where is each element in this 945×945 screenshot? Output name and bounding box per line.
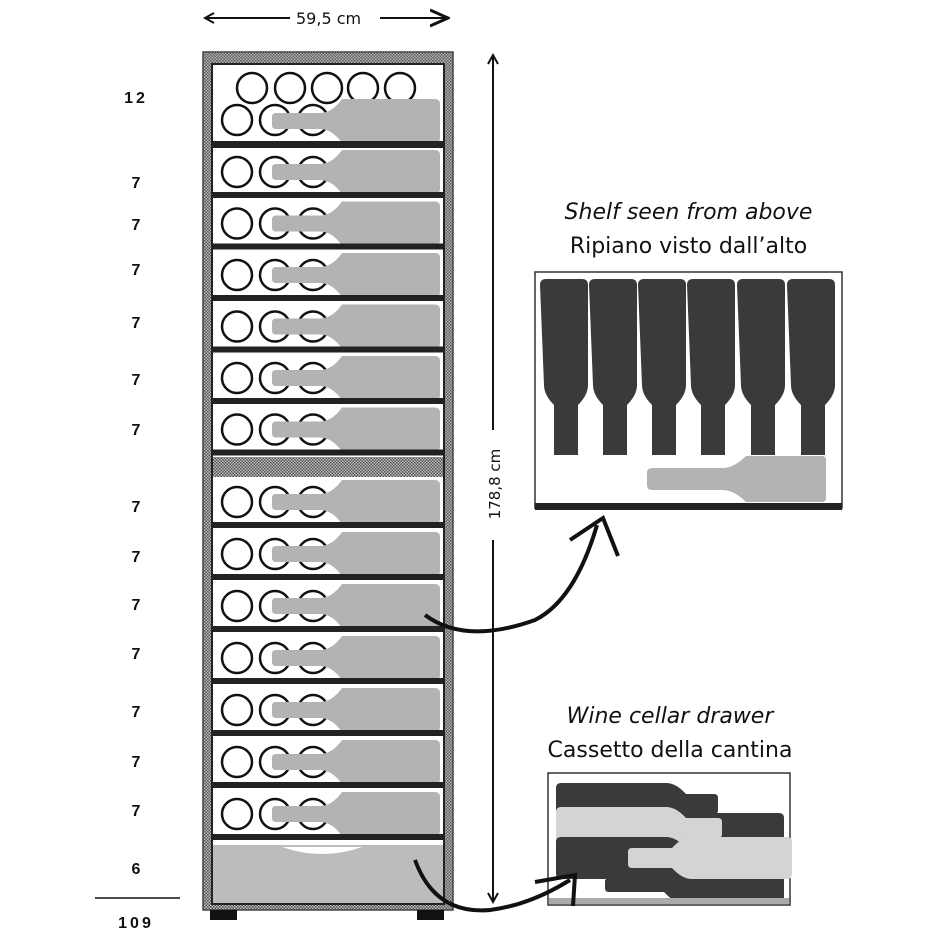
shelf-divider — [213, 192, 443, 198]
bottle-side — [272, 201, 440, 246]
shelf-count: 7 — [131, 754, 141, 771]
shelf-divider — [213, 449, 443, 456]
bottle-end — [220, 103, 254, 137]
shelf-count: 7 — [131, 372, 141, 389]
bottle-side — [272, 636, 440, 680]
foot-left — [210, 910, 237, 920]
bottle-end — [220, 155, 254, 189]
bottle-side — [272, 480, 440, 524]
shelf-divider — [213, 678, 443, 684]
shelf-divider — [213, 782, 443, 788]
bottle-side — [272, 532, 440, 576]
shelf-count: 6 — [131, 861, 141, 878]
shelf-count: 7 — [131, 217, 141, 234]
bottle-light-horizontal — [647, 456, 826, 502]
caption-drawer-it: Cassetto della cantina — [547, 738, 793, 763]
bottom-drawer — [213, 845, 443, 903]
shelf-bar — [535, 503, 842, 510]
shelf-divider — [213, 141, 443, 148]
arrow-to-drawer-view — [413, 859, 572, 913]
bottle-dark-upright — [787, 279, 835, 455]
bottle-side — [272, 792, 440, 836]
shelf-divider — [213, 295, 443, 301]
bottle-end — [220, 589, 254, 623]
foot-right — [417, 910, 444, 920]
bottle-dark-upright — [687, 279, 735, 455]
shelf-divider — [213, 398, 443, 404]
bottle-side — [272, 407, 440, 452]
bottle-end — [220, 361, 254, 395]
shelf-divider — [213, 243, 443, 250]
shelf-count: 7 — [131, 315, 141, 332]
total-count: 109 — [118, 915, 154, 932]
shelf-divider — [213, 522, 443, 528]
bottle-side — [272, 740, 440, 784]
shelf-count: 7 — [131, 175, 141, 192]
shelf-count: 7 — [131, 499, 141, 516]
bottle-end — [310, 71, 344, 105]
shelf-count: 7 — [131, 803, 141, 820]
bottle-side — [272, 688, 440, 732]
shelf-count: 7 — [131, 422, 141, 439]
shelf-divider — [213, 730, 443, 736]
arrow-to-shelf-view — [423, 524, 599, 634]
bottle-side — [272, 584, 440, 628]
caption-shelf-en: Shelf seen from above — [564, 200, 813, 225]
bottle-end — [235, 71, 269, 105]
bottle-end — [220, 310, 254, 343]
shelf-count: 7 — [131, 597, 141, 614]
height-label: 178,8 cm — [486, 448, 504, 520]
bottle-end — [220, 537, 254, 571]
caption-drawer-en: Wine cellar drawer — [566, 704, 774, 729]
bottle-end — [220, 258, 254, 292]
shelves — [213, 71, 443, 840]
bottle-end — [346, 71, 380, 105]
bottle-side — [272, 99, 440, 143]
bottle-dark-upright — [589, 279, 637, 455]
shelf-divider — [213, 346, 443, 353]
width-label: 59,5 cm — [296, 9, 362, 28]
shelf-count: 7 — [131, 704, 141, 721]
bottle-dark-upright — [638, 279, 686, 455]
bottle-end — [273, 71, 307, 105]
bottle-end — [220, 693, 254, 727]
bottle-end — [220, 413, 254, 446]
bottle-end — [220, 207, 254, 240]
bottle-end — [220, 797, 254, 831]
caption-shelf-it: Ripiano visto dall’alto — [569, 234, 808, 259]
bottle-end — [220, 745, 254, 779]
shelf-divider — [213, 626, 443, 632]
bottle-side — [272, 253, 440, 297]
shelf-divider — [213, 834, 443, 840]
bottle-dark-upright — [737, 279, 785, 455]
bottle-dark-upright — [540, 279, 588, 455]
bottle-side — [272, 304, 440, 349]
shelf-count: 7 — [131, 262, 141, 279]
bottle-side — [272, 150, 440, 194]
bottle-end — [220, 641, 254, 675]
bottle-side — [272, 356, 440, 400]
shelf-count: 7 — [131, 549, 141, 566]
shelf-count: 7 — [131, 646, 141, 663]
bottle-end — [383, 71, 417, 105]
shelf-divider — [213, 574, 443, 580]
control-panel — [213, 457, 443, 477]
shelf-count: 12 — [124, 90, 148, 107]
bottle-end — [220, 485, 254, 519]
